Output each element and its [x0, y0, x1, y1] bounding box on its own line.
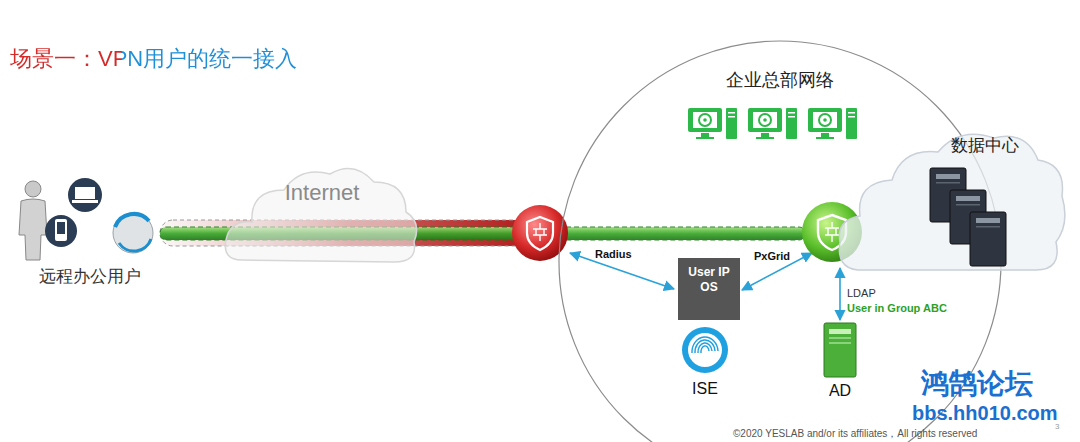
copyright-note: ©2020 YESLAB and/or its affiliates，All r… [733, 427, 977, 441]
infected-hosts [688, 108, 857, 139]
protocol-label: Radius [593, 248, 634, 260]
remote-user: 远程办公用户 [15, 175, 165, 295]
ise-session-box: User IP OS [678, 258, 740, 320]
watermark: 鸿鹄论坛 [921, 365, 1033, 403]
node-label: 数据中心 [930, 136, 1040, 156]
internet-cloud-shape [222, 160, 422, 275]
watermark: bbs.hh010.com [912, 402, 1058, 425]
protocol-label: PxGrid [752, 250, 792, 262]
protocol-label: LDAP [847, 287, 876, 299]
node-label: Internet [222, 180, 422, 206]
ldap-arrow [839, 268, 841, 320]
slide-title: 场景一：VPN用户的统一接入 [10, 44, 297, 74]
ise-server: ISE [680, 325, 730, 407]
node-label: 远程办公用户 [15, 267, 165, 287]
datacenter-cloud-shape [830, 120, 1070, 280]
group-note: User in Group ABC [847, 302, 947, 314]
datacenter-cloud: 数据中心 [830, 120, 1070, 280]
ad-server: AD [820, 323, 860, 405]
page-number: 3 [1055, 422, 1059, 431]
node-label: 企业总部网络 [558, 70, 1002, 92]
node-label: User IP OS [688, 265, 730, 295]
node-label: AD [820, 381, 860, 400]
internet-cloud: Internet [222, 160, 422, 275]
node-label: ISE [680, 379, 730, 398]
